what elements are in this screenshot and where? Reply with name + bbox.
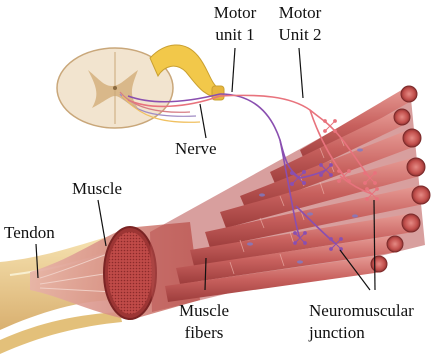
nmj-terminal-5 (324, 120, 337, 133)
muscle-fibers-bundle (150, 86, 430, 312)
label-nmj-line1: Neuromuscular (309, 300, 414, 322)
label-motor-unit-2-line2: Unit 2 (264, 24, 336, 46)
label-motor-unit-2: Motor Unit 2 (264, 2, 336, 46)
label-muscle-fibers-line2: fibers (166, 322, 242, 344)
leader-motor-unit-1 (232, 48, 235, 92)
label-nmj-line2: junction (309, 322, 414, 344)
label-muscle-fibers-line1: Muscle (166, 300, 242, 322)
label-neuromuscular-junction: Neuromuscular junction (309, 300, 414, 344)
label-muscle: Muscle (72, 178, 122, 200)
label-motor-unit-1: Motor unit 1 (199, 2, 271, 46)
label-motor-unit-1-line2: unit 1 (199, 24, 271, 46)
muscle-cross-section (104, 227, 156, 319)
leader-motor-unit-2 (299, 48, 303, 98)
label-nerve: Nerve (175, 138, 217, 160)
label-motor-unit-1-line1: Motor (199, 2, 271, 24)
leader-nerve (200, 104, 206, 138)
label-motor-unit-2-line1: Motor (264, 2, 336, 24)
label-muscle-fibers: Muscle fibers (166, 300, 242, 344)
label-tendon: Tendon (4, 222, 55, 244)
